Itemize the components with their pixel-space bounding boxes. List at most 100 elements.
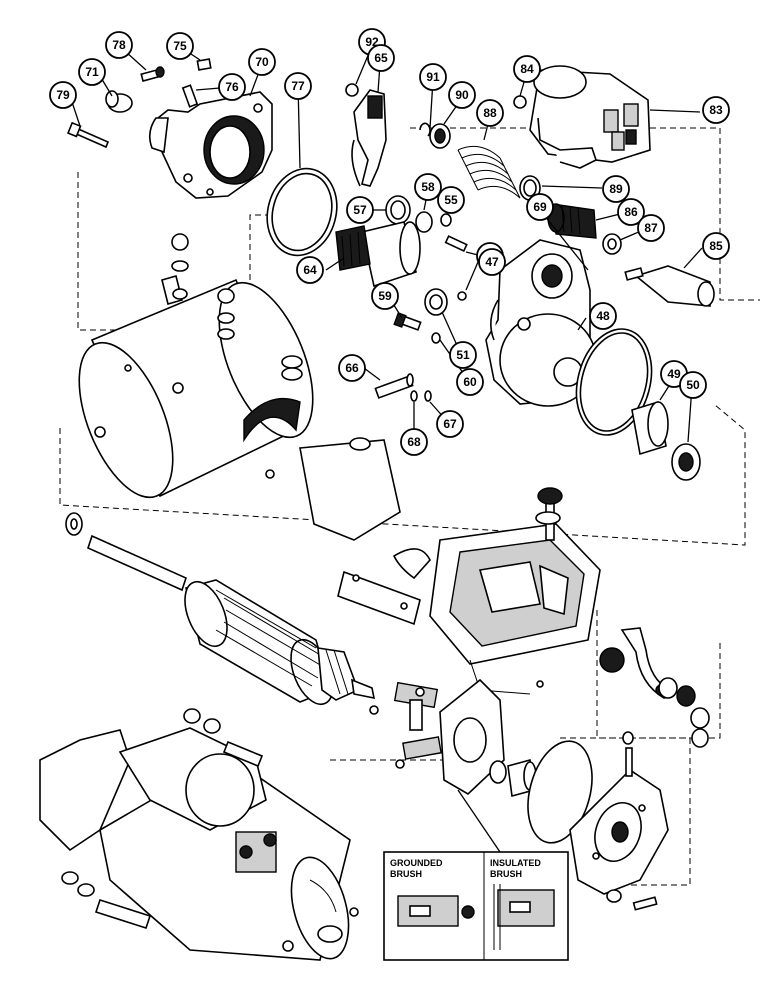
brush-holder-plate	[369, 678, 505, 795]
pin-56	[444, 235, 468, 253]
callout-number: 71	[85, 65, 99, 79]
callout-circle	[414, 173, 442, 201]
callout-circle	[679, 371, 707, 399]
callout-number: 50	[686, 378, 700, 392]
screw-59	[393, 312, 422, 331]
callout-91: 91	[419, 63, 447, 91]
shift-lever-65	[351, 89, 387, 187]
callout-number: 51	[456, 348, 470, 362]
plunger-86	[547, 203, 597, 239]
drive-pinion-64	[335, 221, 421, 288]
screw-75	[196, 58, 212, 71]
callout-83: 83	[702, 96, 730, 124]
callout-75: 75	[166, 32, 194, 60]
callout-90: 90	[448, 81, 476, 109]
callout-85: 85	[702, 232, 730, 260]
callout-number: 85	[709, 239, 723, 253]
callout-circle	[166, 32, 194, 60]
washer-89	[519, 175, 541, 201]
callout-circle	[436, 410, 464, 438]
callout-78: 78	[105, 31, 133, 59]
inset-insulated-label-2: BRUSH	[490, 869, 522, 879]
callout-circle	[476, 99, 504, 127]
callout-circle	[284, 72, 312, 100]
callout-number: 91	[426, 70, 440, 84]
callout-number: 86	[624, 205, 638, 219]
callout-circle	[637, 214, 665, 242]
callout-circle	[456, 368, 484, 396]
brush-detail-inset: GROUNDED BRUSH INSULATED BRUSH	[383, 789, 569, 961]
screw-79	[67, 121, 110, 149]
callout-number: 87	[644, 221, 658, 235]
callout-65: 65	[367, 44, 395, 72]
callout-88: 88	[476, 99, 504, 127]
callout-77: 77	[284, 72, 312, 100]
callout-79: 79	[49, 81, 77, 109]
spacer-90	[429, 123, 451, 149]
frame-housing	[78, 278, 314, 499]
terminal-hardware	[599, 627, 710, 748]
callout-circle	[702, 232, 730, 260]
callout-number: 47	[485, 255, 499, 269]
callout-84: 84	[513, 55, 541, 83]
pole-shoe	[299, 437, 401, 541]
callout-57: 57	[346, 196, 374, 224]
washer-60	[431, 332, 441, 344]
callout-59: 59	[371, 282, 399, 310]
callout-number: 59	[378, 289, 392, 303]
inset-grounded-label-2: BRUSH	[390, 869, 422, 879]
frame-hardware	[94, 233, 303, 438]
gasket-ring-77	[266, 167, 338, 257]
washer-87	[602, 233, 622, 255]
washer-front	[65, 512, 83, 536]
callout-circle	[526, 193, 554, 221]
callout-circle	[513, 55, 541, 83]
callout-number: 77	[291, 79, 305, 93]
callout-number: 58	[421, 180, 435, 194]
snap-ring-91	[419, 122, 431, 137]
callout-number: 76	[225, 80, 239, 94]
callout-circle	[400, 428, 428, 456]
callout-58: 58	[414, 173, 442, 201]
callout-51: 51	[449, 341, 477, 369]
nut-84	[513, 95, 527, 109]
callout-circle	[602, 175, 630, 203]
insulator-strip	[337, 570, 421, 626]
callout-circle	[248, 48, 276, 76]
callout-number: 69	[533, 200, 547, 214]
callout-number: 55	[444, 193, 458, 207]
end-cap-o-ring	[527, 740, 593, 844]
field-coil-assembly	[429, 487, 601, 695]
callout-60: 60	[456, 368, 484, 396]
callout-circle	[78, 58, 106, 86]
callout-number: 65	[374, 51, 388, 65]
spring-88	[457, 145, 521, 199]
callout-number: 70	[255, 55, 269, 69]
callout-circle	[419, 63, 447, 91]
bushing-49	[631, 400, 669, 456]
callout-circle	[702, 96, 730, 124]
callout-76: 76	[218, 73, 246, 101]
callout-number: 79	[56, 88, 70, 102]
callout-circle	[218, 73, 246, 101]
callout-number: 90	[455, 88, 469, 102]
end-cap-screws	[606, 889, 658, 911]
drive-housing-70	[148, 91, 273, 199]
armature	[87, 534, 376, 706]
callout-number: 88	[483, 106, 497, 120]
callout-50: 50	[679, 371, 707, 399]
callout-68: 68	[400, 428, 428, 456]
boot-85	[624, 265, 715, 307]
callout-86: 86	[617, 198, 645, 226]
callout-circle	[437, 186, 465, 214]
callout-circle	[105, 31, 133, 59]
callout-number: 68	[407, 435, 421, 449]
callout-number: 49	[667, 367, 681, 381]
callout-number: 89	[609, 182, 623, 196]
callout-number: 83	[709, 103, 723, 117]
nut-92	[345, 83, 359, 97]
callout-67: 67	[436, 410, 464, 438]
callout-circle	[49, 81, 77, 109]
large-o-ring	[575, 328, 653, 436]
